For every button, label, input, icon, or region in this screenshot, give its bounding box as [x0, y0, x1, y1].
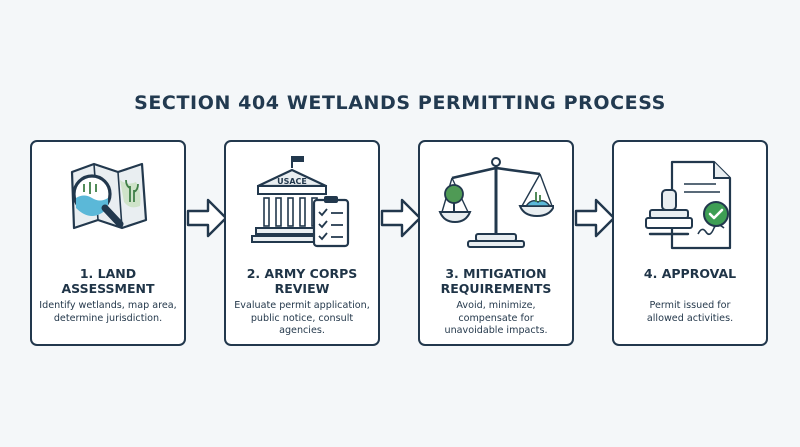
step-description: Avoid, minimize, compensate for unavoida…: [444, 300, 548, 336]
step-card-approval: 4. APPROVAL Permit issued for allowed ac…: [612, 140, 768, 346]
right-arrow-icon: [186, 198, 228, 238]
step-title: 2. ARMY CORPS REVIEW: [246, 266, 358, 296]
courthouse-clipboard-icon: USACE: [251, 156, 350, 248]
balance-scale-icon: [438, 157, 554, 248]
diagram-title: SECTION 404 WETLANDS PERMITTING PROCESS: [134, 92, 666, 114]
map-magnifier-icon: [70, 162, 148, 230]
step-card-mitigation-requirements: 3. MITIGATION REQUIREMENTS Avoid, minimi…: [418, 140, 574, 346]
building-sign-label: USACE: [277, 177, 307, 186]
step-card-army-corps-review: USACE 2. ARMY CORPS REVIEW Evaluate perm…: [224, 140, 380, 346]
step-title: 4. APPROVAL: [643, 266, 737, 281]
right-arrow-icon: [574, 198, 616, 238]
step-title: 3. MITIGATION REQUIREMENTS: [440, 266, 552, 296]
step-description: Identify wetlands, map area, determine j…: [39, 300, 177, 324]
step-title: 1. LAND ASSESSMENT: [61, 266, 155, 296]
step-description: Permit issued for allowed activities.: [646, 300, 734, 324]
right-arrow-icon: [380, 198, 422, 238]
step-description: Evaluate permit application, public noti…: [234, 300, 370, 336]
step-card-land-assessment: 1. LAND ASSESSMENT Identify wetlands, ma…: [30, 140, 186, 346]
stamp-document-icon: [645, 160, 732, 250]
